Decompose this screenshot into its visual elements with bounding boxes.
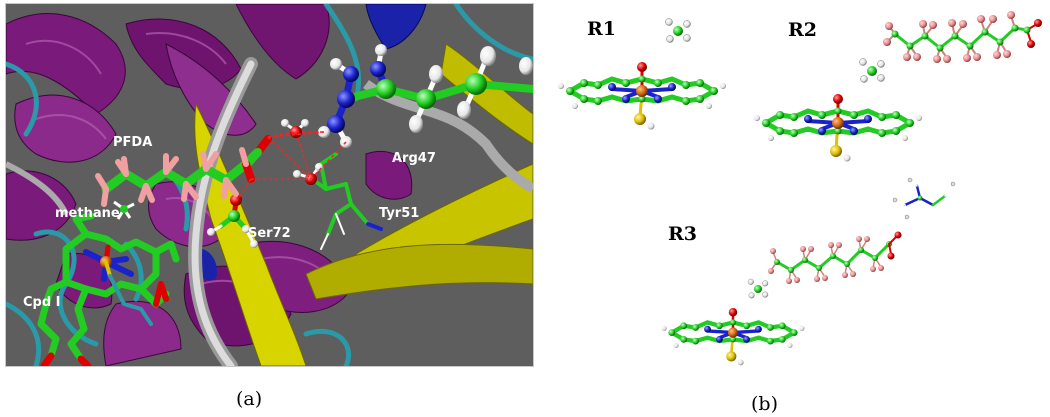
label-r3: R3 xyxy=(668,223,697,245)
arg47-residue xyxy=(318,44,533,148)
label-r1: R1 xyxy=(587,18,616,40)
r2-pfda-chain xyxy=(883,11,1042,63)
r3-guanidinium xyxy=(892,177,956,220)
cpd-i-heme xyxy=(37,212,180,366)
hydrogen-bond-lines xyxy=(235,131,347,203)
label-arg47: Arg47 xyxy=(392,151,436,166)
r2-methane xyxy=(858,57,886,84)
pfda-molecule xyxy=(95,135,272,207)
label-pfda: PFDA xyxy=(113,135,152,150)
r1-methane xyxy=(664,17,692,44)
r2-heme xyxy=(754,94,922,162)
caption-b: (b) xyxy=(751,393,778,415)
grey-coil-highlight xyxy=(191,60,255,366)
label-cpd-i: Cpd I xyxy=(23,295,61,310)
label-methane: methane xyxy=(55,206,120,221)
label-r2: R2 xyxy=(788,19,817,41)
panel-a-protein-active-site: PFDA methane Arg47 Ser72 Tyr51 Cpd I xyxy=(5,3,534,367)
ser72-residue xyxy=(207,194,258,248)
label-ser72: Ser72 xyxy=(248,226,291,241)
r3-heme xyxy=(662,308,805,365)
r3-methane xyxy=(747,278,769,300)
label-tyr51: Tyr51 xyxy=(379,206,419,221)
grey-coil-left xyxy=(6,161,69,216)
panel-b-model-structures: R1 R2 xyxy=(545,0,1050,370)
caption-a: (a) xyxy=(236,388,263,410)
r3-pfda-chain xyxy=(768,231,902,284)
methane-molecule xyxy=(113,200,135,220)
grey-coil-right xyxy=(363,79,533,194)
panel-b-render: R1 R2 xyxy=(545,11,1042,370)
r1-heme xyxy=(558,62,726,130)
panel-a-render: PFDA methane Arg47 Ser72 Tyr51 Cpd I xyxy=(6,4,533,366)
